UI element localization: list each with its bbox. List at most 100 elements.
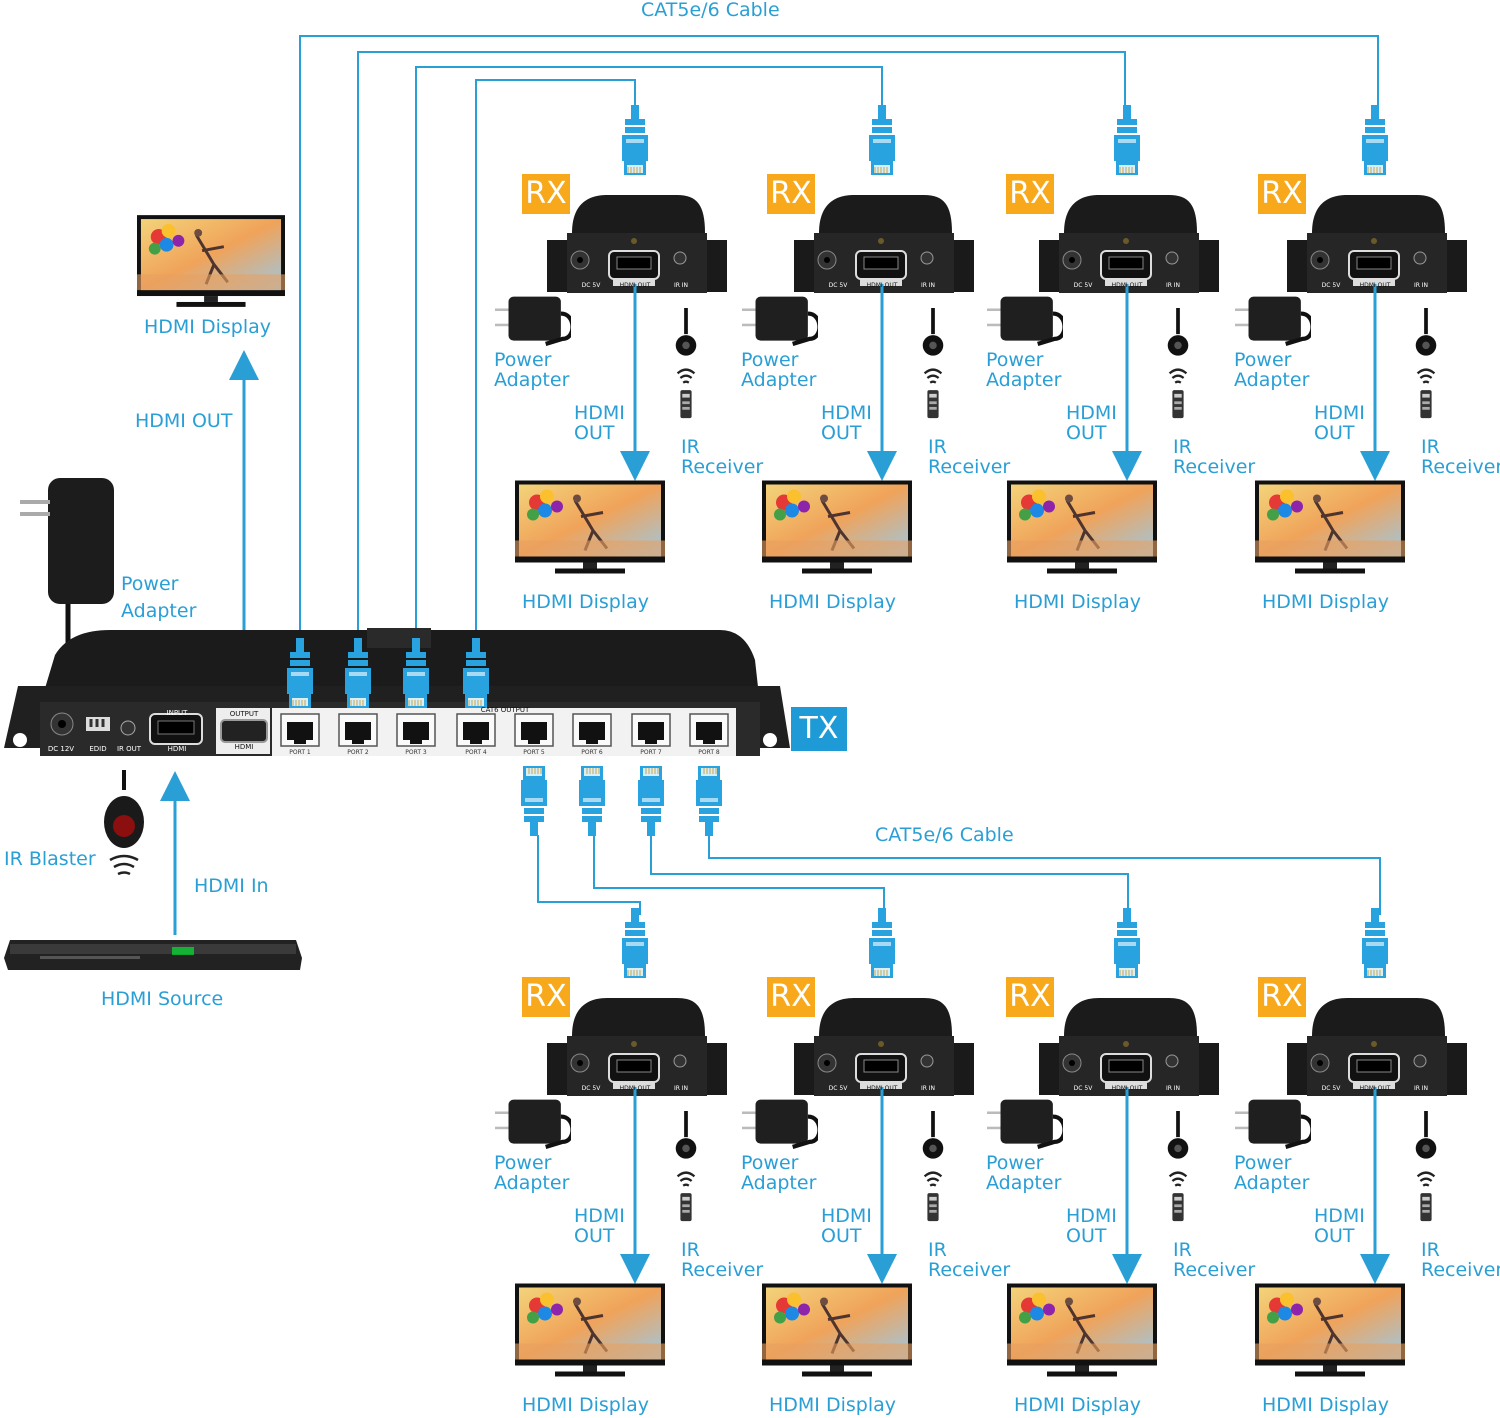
hdmi-display-label: HDMI Display — [1262, 591, 1389, 613]
rx-panel-label: IR IN — [1414, 282, 1428, 289]
rx-extender-box — [547, 194, 727, 294]
rx-panel-label: HDMI OUT — [1112, 282, 1143, 289]
rx-panel-label: HDMI OUT — [1112, 1085, 1143, 1092]
ir-signal-icon — [109, 854, 139, 876]
rx-panel-label: IR IN — [1414, 1085, 1428, 1092]
rx-badge: RX — [1258, 977, 1306, 1017]
hdmi-display-icon — [1007, 480, 1157, 576]
rx-panel-label: HDMI OUT — [1360, 1085, 1391, 1092]
tx-port-label: PORT 3 — [405, 749, 427, 756]
tx-port-label: PORT 4 — [465, 749, 487, 756]
rj45-plug-icon — [637, 766, 665, 836]
tx-port-4: PORT 4 — [456, 713, 496, 756]
power-adapter-label: Power Adapter — [494, 349, 570, 391]
rx-panel-label: DC 5V — [829, 1085, 849, 1092]
rx-panel-label: HDMI OUT — [1360, 282, 1391, 289]
hdmi-out-label: HDMI OUT — [1314, 1205, 1365, 1247]
rx-extender-box — [1287, 194, 1467, 294]
ir-receiver-label: IR Receiver — [928, 436, 1011, 478]
ir-receiver-label: IR Receiver — [681, 436, 764, 478]
rj45-plug-icon — [520, 766, 548, 836]
ir-receiver-icon — [1168, 1111, 1189, 1221]
bottom-cable-label: CAT5e/6 Cable — [875, 824, 1014, 846]
ir-receiver-icon — [1168, 308, 1189, 418]
ir-receiver-label: IR Receiver — [681, 1239, 764, 1281]
hdmi-display-icon — [1255, 480, 1405, 576]
rx-badge: RX — [767, 977, 815, 1017]
rx-unit: DC 5V HDMI OUT IR IN — [1235, 908, 1467, 1379]
tx-dc-label: DC 12V — [48, 745, 74, 753]
local-hdmi-display-label: HDMI Display — [144, 316, 271, 338]
tx-hdmi-out-label: HDMI — [235, 743, 254, 751]
rx-panel-label: DC 5V — [829, 282, 849, 289]
rx-badge: RX — [1006, 174, 1054, 214]
tx-port-label: PORT 5 — [523, 749, 545, 756]
ir-receiver-label: IR Receiver — [1421, 436, 1500, 478]
rj45-plug-icon — [1361, 105, 1389, 175]
ir-receiver-label: IR Receiver — [1173, 436, 1256, 478]
ir-receiver-icon — [676, 1111, 697, 1221]
tx-edid-label: EDID — [89, 745, 106, 753]
rx-panel-label: HDMI OUT — [867, 1085, 898, 1092]
ir-blaster-label: IR Blaster — [4, 848, 96, 870]
rj45-plug-icon — [695, 766, 723, 836]
tx-port-7: PORT 7 — [631, 713, 671, 756]
rx-panel-label: DC 5V — [1322, 1085, 1342, 1092]
ir-receiver-icon — [923, 1111, 944, 1221]
hdmi-display-icon — [1255, 1283, 1405, 1379]
hdmi-display-icon — [1007, 1283, 1157, 1379]
hdmi-source-player — [4, 940, 302, 970]
hdmi-display-icon — [762, 1283, 912, 1379]
power-adapter-label: Power Adapter — [986, 349, 1062, 391]
rx-badge: RX — [767, 174, 815, 214]
hdmi-display-label: HDMI Display — [1262, 1394, 1389, 1416]
hdmi-display-label: HDMI Display — [522, 591, 649, 613]
hdmi-out-label: HDMI OUT — [574, 1205, 625, 1247]
rj45-plug-icon — [1361, 908, 1389, 978]
tx-badge: TX — [791, 707, 847, 751]
hdmi-display-label: HDMI Display — [1014, 591, 1141, 613]
rj45-plug-icon — [621, 105, 649, 175]
tx-port-1: PORT 1 — [280, 713, 320, 756]
tx-input-label: INPUT — [167, 709, 189, 717]
ir-receiver-label: IR Receiver — [1173, 1239, 1256, 1281]
hdmi-display-icon — [515, 480, 665, 576]
hdmi-display-label: HDMI Display — [522, 1394, 649, 1416]
ir-blaster — [104, 770, 144, 876]
tx-port-label: PORT 1 — [289, 749, 311, 756]
tx-port-label: PORT 8 — [698, 749, 720, 756]
rx-extender-box — [1287, 997, 1467, 1097]
rx-panel-label: HDMI OUT — [867, 282, 898, 289]
power-adapter-label: Power Adapter — [1234, 349, 1310, 391]
top-cable-label: CAT5e/6 Cable — [641, 0, 780, 21]
tx-cat6-output-label: CAT6 OUTPUT — [481, 706, 530, 714]
rx-panel-label: IR IN — [1166, 1085, 1180, 1092]
rx-badge: RX — [522, 174, 570, 214]
power-adapter-icon — [742, 1100, 819, 1147]
rj45-plug-icon — [868, 105, 896, 175]
rj45-plug-icon — [578, 766, 606, 836]
rx-panel-label: IR IN — [1166, 282, 1180, 289]
hdmi-display-label: HDMI Display — [769, 591, 896, 613]
tx-port-6: PORT 6 — [572, 713, 612, 756]
power-adapter-icon — [987, 297, 1064, 344]
power-adapter-label: Power Adapter — [1234, 1152, 1310, 1194]
power-adapter-label: Power Adapter — [494, 1152, 570, 1194]
rx-badge: RX — [1258, 174, 1306, 214]
rj45-plug-icon — [1113, 908, 1141, 978]
local-hdmi-display — [137, 215, 285, 309]
rx-badge: RX — [1006, 977, 1054, 1017]
rx-extender-box — [547, 997, 727, 1097]
rx-extender-box — [1039, 194, 1219, 294]
rj45-plug-icon — [868, 908, 896, 978]
power-adapter-label: Power Adapter — [741, 1152, 817, 1194]
rx-panel-label: IR IN — [674, 282, 688, 289]
ir-receiver-label: IR Receiver — [928, 1239, 1011, 1281]
hdmi-out-label: HDMI OUT — [821, 402, 872, 444]
